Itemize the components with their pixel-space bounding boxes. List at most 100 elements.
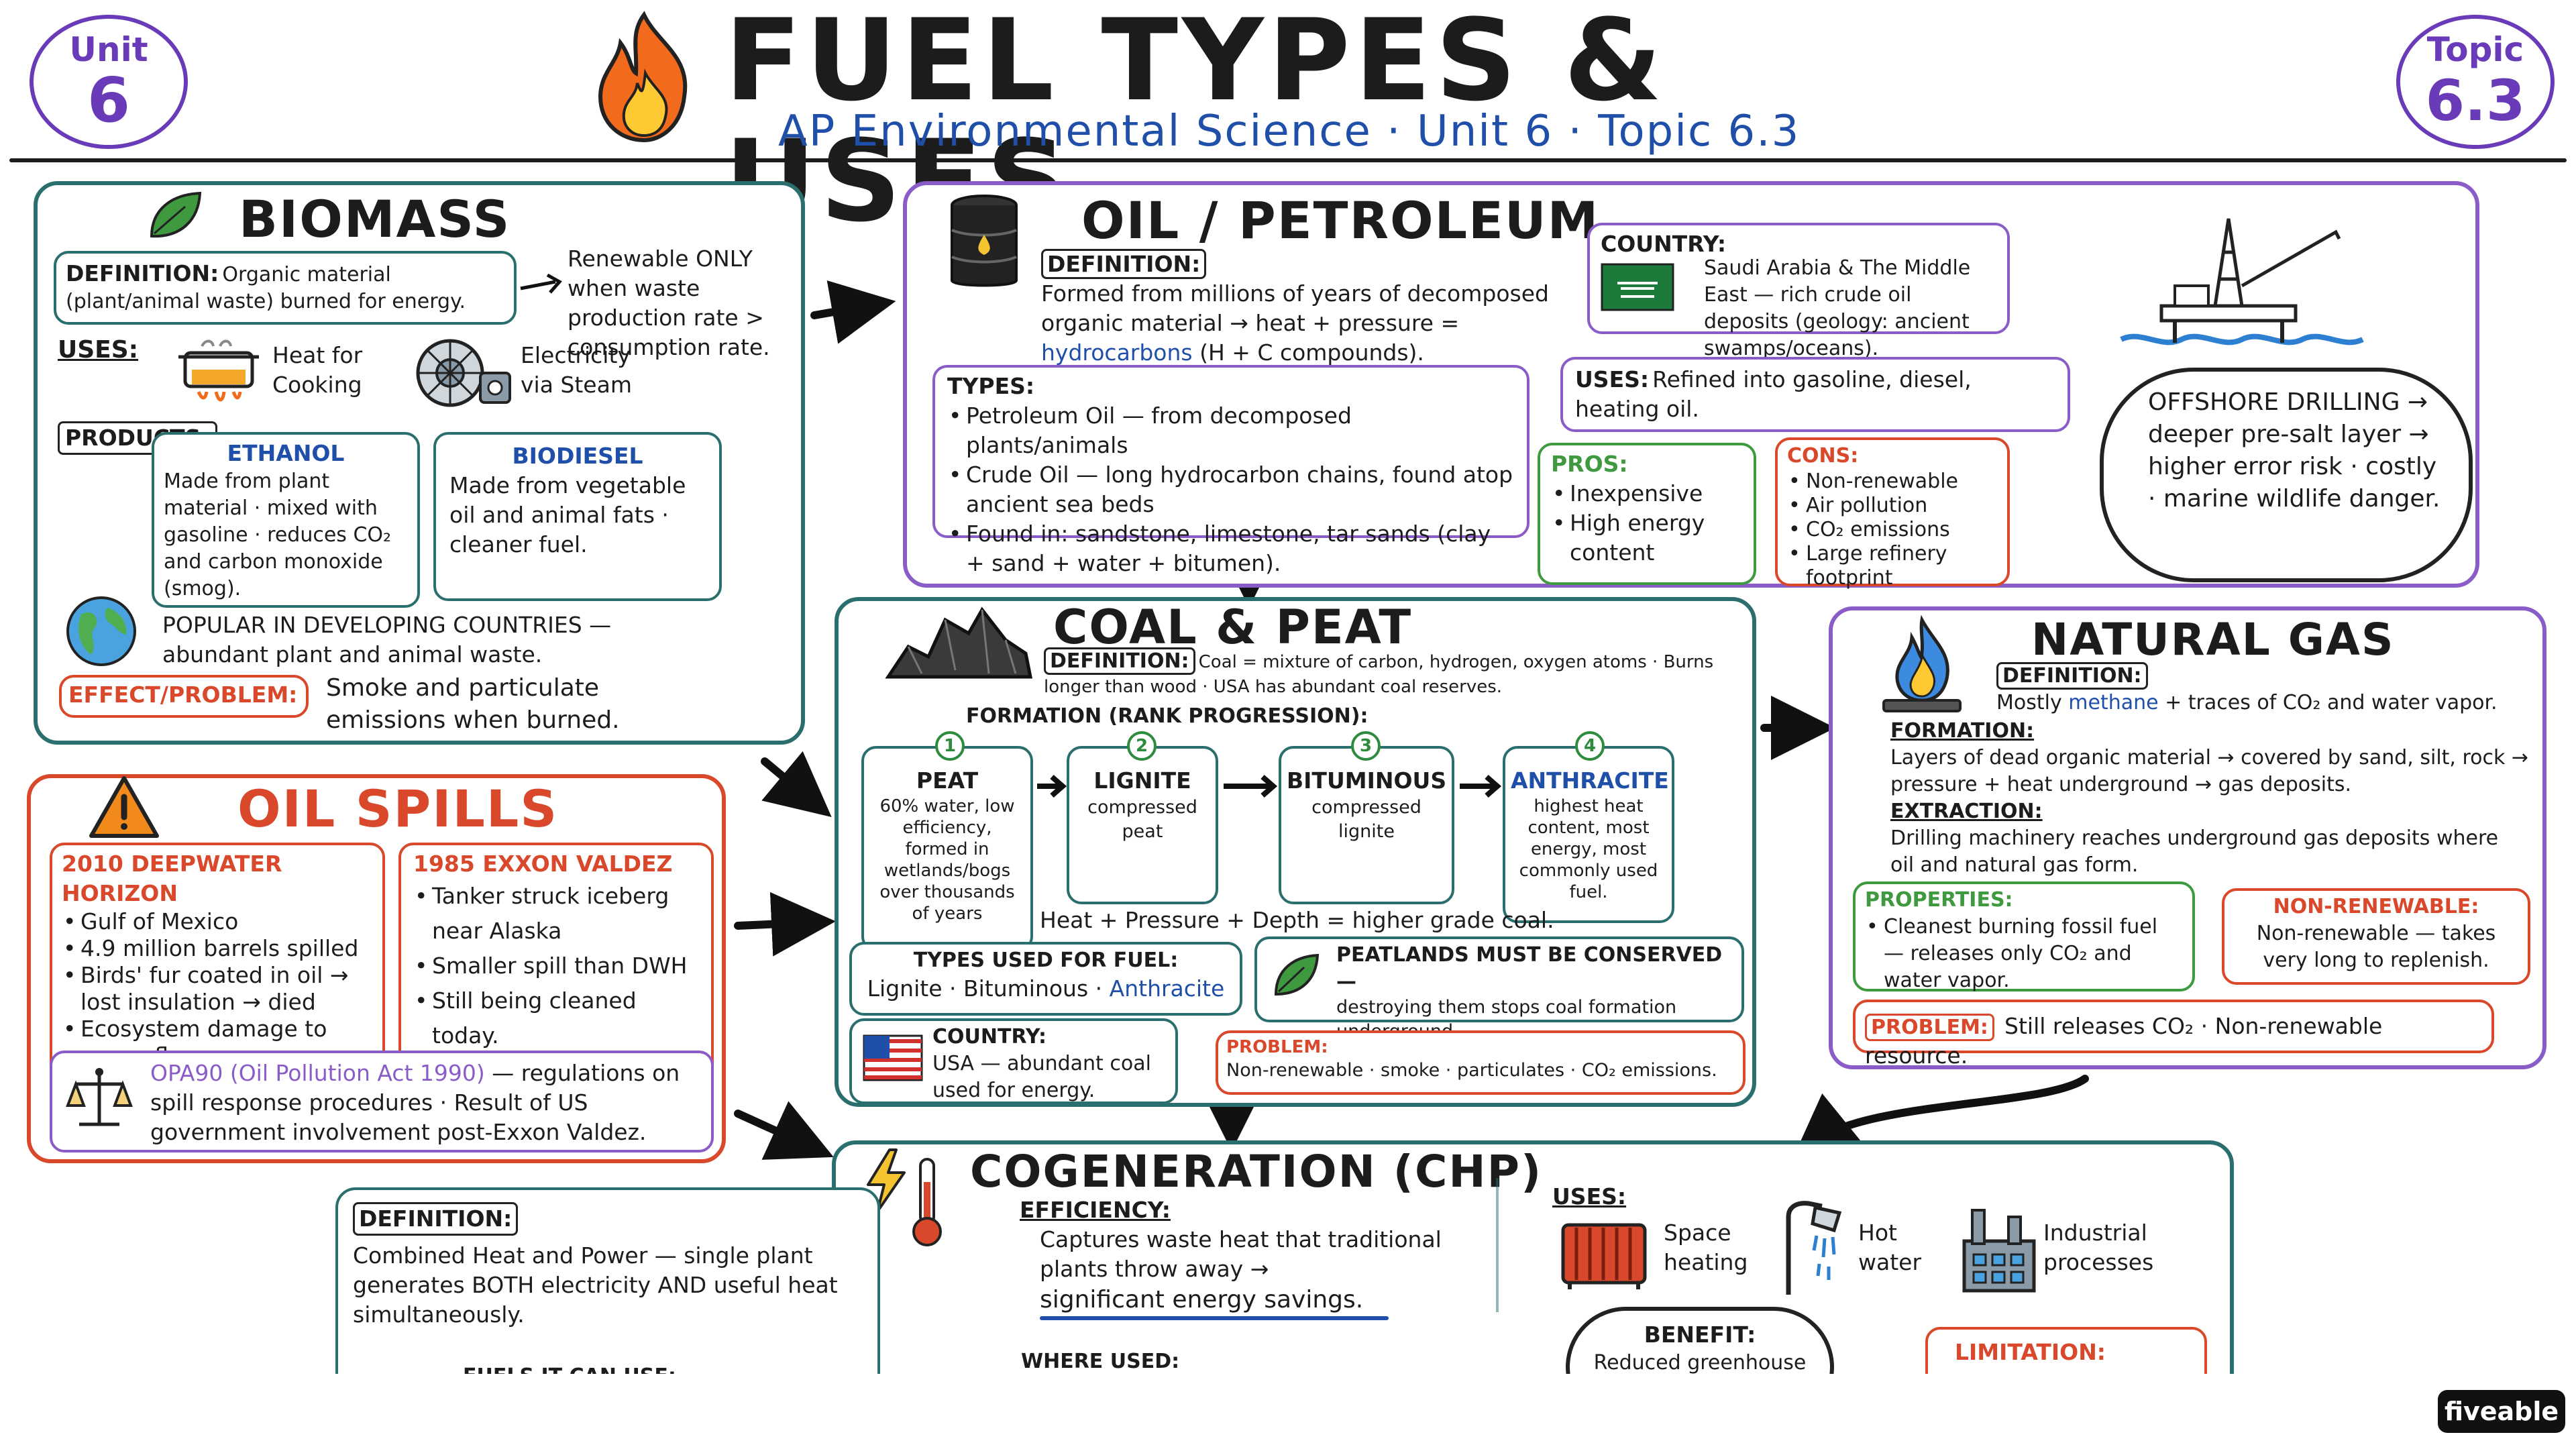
oil-pros-box: PROS: Inexpensive High energy content bbox=[1538, 443, 1756, 585]
offshore-cloud bbox=[2100, 368, 2473, 582]
peatlands-label: PEATLANDS MUST BE CONSERVED — bbox=[1336, 943, 1723, 994]
oil-uses-box: USES: Refined into gasoline, diesel, hea… bbox=[1560, 357, 2070, 432]
gas-formation-label: FORMATION: bbox=[1890, 719, 2035, 743]
gas-properties-box: PROPERTIES: Cleanest burning fossil fuel… bbox=[1853, 881, 2195, 994]
oil-pro-item: High energy content bbox=[1551, 508, 1743, 568]
gas-nonrenewable-text: Non-renewable — takes very long to reple… bbox=[2256, 922, 2496, 972]
topic-badge-label: Topic bbox=[2426, 30, 2524, 69]
chp-definition-label: DEFINITION: bbox=[353, 1202, 519, 1236]
oil-definition-label: DEFINITION: bbox=[1041, 249, 1207, 279]
biomass-title: BIOMASS bbox=[239, 189, 511, 249]
stage-name: PEAT bbox=[916, 767, 979, 794]
unit-badge-value: 6 bbox=[87, 64, 130, 136]
steam-turbine-icon bbox=[416, 339, 511, 407]
leaf-icon bbox=[1274, 953, 1320, 996]
coal-problem-label: PROBLEM: bbox=[1226, 1037, 1328, 1057]
oil-types-label: TYPES: bbox=[947, 373, 1035, 399]
gas-problem-text: Still releases CO₂ · Non-renewable resou… bbox=[1865, 1013, 2383, 1069]
oil-con-item: Non-renewable bbox=[1787, 470, 1998, 494]
warning-icon bbox=[89, 776, 159, 838]
chp-efficiency-b: significant energy savings. bbox=[1040, 1286, 1364, 1313]
oil-uses-label: USES: bbox=[1575, 366, 1650, 392]
offshore-text: OFFSHORE DRILLING → deeper pre-salt laye… bbox=[2148, 388, 2440, 513]
stage-name: ANTHRACITE bbox=[1511, 767, 1669, 794]
biomass-uses-label: USES: bbox=[58, 336, 139, 364]
oil-definition-text-a: Formed from millions of years of decompo… bbox=[1041, 280, 1549, 336]
oil-pros-label: PROS: bbox=[1551, 451, 1628, 477]
saudi-flag-icon bbox=[1601, 263, 1674, 311]
coal-problem-box: PROBLEM: Non-renewable · smoke · particu… bbox=[1216, 1030, 1746, 1095]
exxon-item: Smaller spill than DWH bbox=[413, 949, 699, 983]
natural-gas-card: NATURAL GAS DEFINITION: Mostly methane +… bbox=[1829, 606, 2546, 1069]
opa90-text: — regulations on spill response procedur… bbox=[150, 1060, 680, 1145]
chp-divider bbox=[1496, 1178, 1499, 1312]
oil-definition-text-b: (H + C compounds). bbox=[1192, 339, 1424, 366]
gas-property-item: Cleanest burning fossil fuel — releases … bbox=[1865, 914, 2183, 994]
chp-definition-text: Combined Heat and Power — single plant g… bbox=[353, 1242, 838, 1328]
stage-text: compressed peat bbox=[1087, 797, 1197, 842]
biomass-effect-label: EFFECT/PROBLEM: bbox=[68, 682, 298, 708]
chp-where-label: WHERE USED: bbox=[1021, 1350, 1180, 1373]
coal-stage-lignite: 2 LIGNITE compressed peat bbox=[1067, 731, 1218, 904]
coal-types-used-b: Anthracite bbox=[1109, 975, 1225, 1002]
exxon-box: 1985 EXXON VALDEZ Tanker struck iceberg … bbox=[398, 843, 714, 1083]
chp-limitation-label: LIMITATION: bbox=[1955, 1339, 2106, 1365]
coal-definition-text: Coal = mixture of carbon, hydrogen, oxyg… bbox=[1044, 652, 1714, 697]
globe-icon bbox=[66, 596, 136, 666]
biomass-card: BIOMASS DEFINITION: Organic material (pl… bbox=[34, 181, 805, 745]
biomass-definition-box: DEFINITION: Organic material (plant/anim… bbox=[54, 251, 517, 325]
usa-flag-icon bbox=[863, 1034, 923, 1081]
stage-arrows bbox=[1037, 774, 1502, 798]
oil-rig-icon bbox=[2120, 218, 2364, 345]
exxon-item: Tanker struck iceberg near Alaska bbox=[413, 879, 699, 949]
gas-problem-box: PROBLEM: Still releases CO₂ · Non-renewa… bbox=[1853, 1000, 2494, 1069]
lightning-icon bbox=[867, 1148, 906, 1213]
biomass-popular: POPULAR IN DEVELOPING COUNTRIES — abunda… bbox=[162, 612, 612, 667]
coal-country-label: COUNTRY: bbox=[932, 1025, 1047, 1049]
coal-pile-icon bbox=[885, 606, 1033, 679]
oil-cons-label: CONS: bbox=[1787, 444, 1859, 468]
coal-equation: Heat + Pressure + Depth = higher grade c… bbox=[1040, 907, 1554, 933]
stage-text: 60% water, low efficiency, formed in wet… bbox=[879, 796, 1015, 924]
arrow-right-icon bbox=[520, 273, 562, 294]
cooking-pot-icon bbox=[178, 339, 259, 402]
chp-efficiency: EFFICIENCY: Captures waste heat that tra… bbox=[1020, 1195, 1449, 1320]
chp-uses-label: USES: bbox=[1552, 1183, 1627, 1210]
oil-con-item: Air pollution bbox=[1787, 494, 1998, 518]
chp-bottom-mask bbox=[0, 1374, 2576, 1449]
gas-properties-list: Cleanest burning fossil fuel — releases … bbox=[1865, 914, 2183, 994]
chp-title: COGENERATION (CHP) bbox=[970, 1146, 1543, 1197]
gas-extraction-text: Drilling machinery reaches underground g… bbox=[1890, 826, 2499, 877]
leaf-icon bbox=[150, 191, 202, 238]
header-divider bbox=[9, 158, 2567, 162]
stage-name: BITUMINOUS bbox=[1287, 767, 1447, 794]
oil-cons-box: CONS: Non-renewable Air pollution CO₂ em… bbox=[1775, 437, 2010, 590]
coal-country-box: COUNTRY: USA — abundant coal used for en… bbox=[849, 1018, 1178, 1104]
oil-types-list: Petroleum Oil — from decomposed plants/a… bbox=[947, 401, 1515, 578]
peatlands-box: PEATLANDS MUST BE CONSERVED — destroying… bbox=[1254, 936, 1744, 1042]
chp-use-hot-water: Hot water bbox=[1858, 1220, 1922, 1275]
oil-title: OIL / PETROLEUM bbox=[1081, 191, 1600, 250]
opa90-box: OPA90 (Oil Pollution Act 1990) — regulat… bbox=[50, 1051, 714, 1152]
opa90-label: OPA90 (Oil Pollution Act 1990) bbox=[150, 1060, 485, 1086]
gas-properties-label: PROPERTIES: bbox=[1865, 888, 2013, 912]
biomass-definition-text: Organic material (plant/animal waste) bu… bbox=[66, 263, 466, 313]
gas-definition-highlight: methane bbox=[2068, 691, 2159, 714]
unit-badge-label: Unit bbox=[69, 30, 148, 69]
exxon-list: Tanker struck iceberg near Alaska Smalle… bbox=[413, 879, 699, 1053]
oil-con-item: Large refinery footprint bbox=[1787, 542, 1998, 590]
chp-use-industrial: Industrial processes bbox=[2043, 1220, 2154, 1275]
oil-con-item: CO₂ emissions bbox=[1787, 518, 1998, 542]
coal-types-used-label: TYPES USED FOR FUEL: bbox=[913, 949, 1179, 972]
thermometer-icon bbox=[912, 1158, 942, 1246]
deepwater-item: Birds' fur coated in oil → lost insulati… bbox=[62, 962, 373, 1016]
fiveable-logo: fiveable bbox=[2438, 1390, 2565, 1433]
stage-number-badge: 3 bbox=[1351, 731, 1381, 761]
oil-type-item: Found in: sandstone, limestone, tar sand… bbox=[947, 519, 1515, 578]
oil-cons-list: Non-renewable Air pollution CO₂ emission… bbox=[1787, 470, 1998, 590]
biomass-effect-text: Smoke and particulate emissions when bur… bbox=[326, 674, 620, 734]
ethanol-box: ETHANOL Made from plant material · mixed… bbox=[152, 432, 420, 608]
biodiesel-box: BIODIESEL Made from vegetable oil and an… bbox=[433, 432, 722, 601]
oil-pros-list: Inexpensive High energy content bbox=[1551, 479, 1743, 568]
oil-definition-highlight: hydrocarbons bbox=[1041, 339, 1193, 366]
